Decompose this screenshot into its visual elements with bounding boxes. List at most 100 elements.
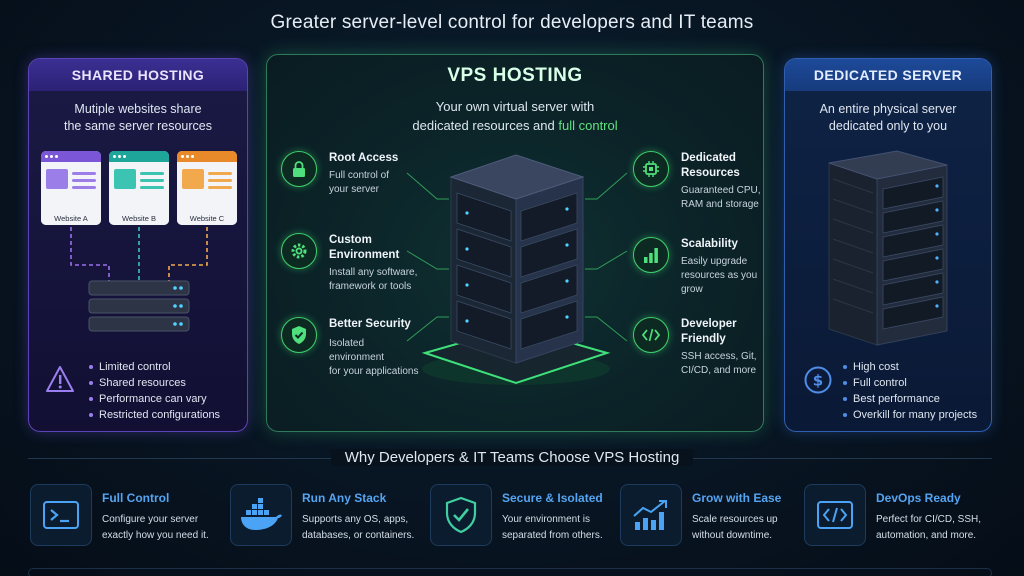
website-card-c: Website C (177, 151, 237, 225)
feature-desc-line: Easily upgrade (681, 256, 748, 267)
benefit-desc-line: separated from others. (502, 530, 603, 541)
terminal-icon (30, 484, 92, 546)
vps-subtitle-line: dedicated resources and full control (267, 116, 763, 135)
benefit-desc: Scale resources up without downtime. (692, 512, 812, 544)
dedicated-traits-list: High cost Full control Best performance … (843, 359, 977, 423)
benefit-secure-isolated: Secure & Isolated Your environment is se… (430, 484, 610, 548)
vps-server-tower (421, 154, 611, 385)
list-item: Overkill for many projects (843, 407, 977, 423)
image-icon (182, 169, 204, 189)
list-item: Limited control (89, 359, 220, 375)
vps-subtitle-text: dedicated resources and (412, 118, 555, 133)
dedicated-desc-line: dedicated only to you (828, 119, 948, 133)
lock-icon (281, 151, 317, 187)
feature-desc-line: Install any software, (329, 267, 418, 278)
page-title: Greater server-level control for develop… (270, 12, 754, 33)
benefit-desc-line: automation, and more. (876, 530, 977, 541)
bottom-frame (28, 568, 992, 576)
benefit-desc-line: Scale resources up (692, 514, 778, 525)
website-card-a: Website A (41, 151, 101, 225)
benefit-run-any-stack: Run Any Stack Supports any OS, apps, dat… (230, 484, 420, 548)
feature-title: Better Security (329, 318, 411, 330)
benefit-devops-ready: DevOps Ready Perfect for CI/CD, SSH, aut… (804, 484, 994, 548)
feature-desc: SSH access, Git, CI/CD, and more (681, 350, 763, 378)
image-icon (46, 169, 68, 189)
benefit-title: Secure & Isolated (502, 491, 603, 505)
shield-check-icon (430, 484, 492, 546)
benefit-desc-line: Perfect for CI/CD, SSH, (876, 514, 982, 525)
feature-desc-line: SSH access, Git, (681, 351, 757, 362)
list-item: Best performance (843, 391, 977, 407)
list-item: Shared resources (89, 375, 220, 391)
vps-hosting-panel: VPS HOSTING Your own virtual server with… (266, 54, 764, 432)
website-label: Website A (41, 212, 101, 225)
feature-desc-line: grow (681, 284, 703, 295)
benefit-desc: Perfect for CI/CD, SSH, automation, and … (876, 512, 996, 544)
list-item: Performance can vary (89, 391, 220, 407)
benefit-desc-line: Your environment is (502, 514, 591, 525)
benefit-title: Full Control (102, 491, 170, 505)
shared-server-diagram (70, 227, 208, 332)
svg-text:$: $ (813, 372, 823, 390)
feature-desc-line: your server (329, 184, 380, 195)
shared-desc-line: Mutiple websites share (74, 102, 202, 116)
feature-title: Scalability (681, 238, 738, 250)
feature-desc-line: Isolated environment (329, 338, 385, 363)
benefit-title: Run Any Stack (302, 491, 387, 505)
shared-hosting-description: Mutiple websites share the same server r… (29, 101, 247, 135)
dedicated-server-heading: DEDICATED SERVER (785, 59, 991, 91)
benefit-desc-line: Supports any OS, apps, (302, 514, 409, 525)
dedicated-server-tower (828, 150, 948, 346)
vps-hosting-subtitle: Your own virtual server with dedicated r… (267, 97, 763, 135)
gear-icon (281, 233, 317, 269)
feature-title: Root Access (329, 152, 399, 164)
vps-hosting-heading: VPS HOSTING (447, 65, 583, 86)
vps-connector-lines (406, 172, 628, 342)
shared-hosting-heading: SHARED HOSTING (29, 59, 247, 91)
docker-whale-icon (230, 484, 292, 546)
benefit-desc-line: without downtime. (692, 530, 773, 541)
benefit-title: Grow with Ease (692, 491, 782, 505)
feature-desc: Isolated environment for your applicatio… (329, 337, 421, 379)
list-item: Full control (843, 375, 977, 391)
list-item: Restricted configurations (89, 407, 220, 423)
benefit-grow-with-ease: Grow with Ease Scale resources up withou… (620, 484, 800, 548)
dedicated-server-description: An entire physical server dedicated only… (785, 101, 991, 135)
list-item: High cost (843, 359, 977, 375)
benefit-desc-line: exactly how you need it. (102, 530, 209, 541)
website-label: Website C (177, 212, 237, 225)
vps-subtitle-line: Your own virtual server with (435, 99, 595, 114)
feature-desc-line: CI/CD, and more (681, 365, 757, 376)
benefit-title: DevOps Ready (876, 491, 961, 505)
benefit-desc: Supports any OS, apps, databases, or con… (302, 512, 422, 544)
website-label: Website B (109, 212, 169, 225)
dedicated-desc-line: An entire physical server (819, 102, 957, 116)
bar-chart-icon (633, 237, 669, 273)
feature-title: Developer Friendly (681, 318, 737, 345)
shared-hosting-panel: SHARED HOSTING Mutiple websites share th… (28, 58, 248, 432)
website-card-b: Website B (109, 151, 169, 225)
image-icon (114, 169, 136, 189)
feature-desc: Install any software, framework or tools (329, 266, 421, 294)
feature-title: Dedicated Resources (681, 152, 740, 179)
benefit-full-control: Full Control Configure your server exact… (30, 484, 220, 548)
why-title-text: Why Developers & IT Teams Choose VPS Hos… (330, 449, 694, 466)
code-icon (633, 317, 669, 353)
feature-desc-line: resources as you (681, 270, 758, 281)
feature-desc: Easily upgrade resources as you grow (681, 255, 763, 297)
benefit-desc-line: databases, or containers. (302, 530, 415, 541)
feature-desc-line: framework or tools (329, 281, 412, 292)
shield-check-icon (281, 317, 317, 353)
feature-title: Custom Environment (329, 234, 400, 261)
vps-subtitle-highlight: full control (558, 118, 618, 133)
feature-desc-line: RAM and storage (681, 199, 759, 210)
dedicated-server-panel: DEDICATED SERVER An entire physical serv… (784, 58, 992, 432)
code-window-icon (804, 484, 866, 546)
feature-desc: Guaranteed CPU, RAM and storage (681, 184, 763, 212)
cpu-chip-icon (633, 151, 669, 187)
dollar-icon: $ (804, 366, 832, 394)
warning-icon (46, 366, 74, 392)
feature-desc-line: for your applications (329, 366, 419, 377)
why-section-title: Why Developers & IT Teams Choose VPS Hos… (0, 449, 1024, 466)
server-rack-icon (88, 280, 190, 332)
